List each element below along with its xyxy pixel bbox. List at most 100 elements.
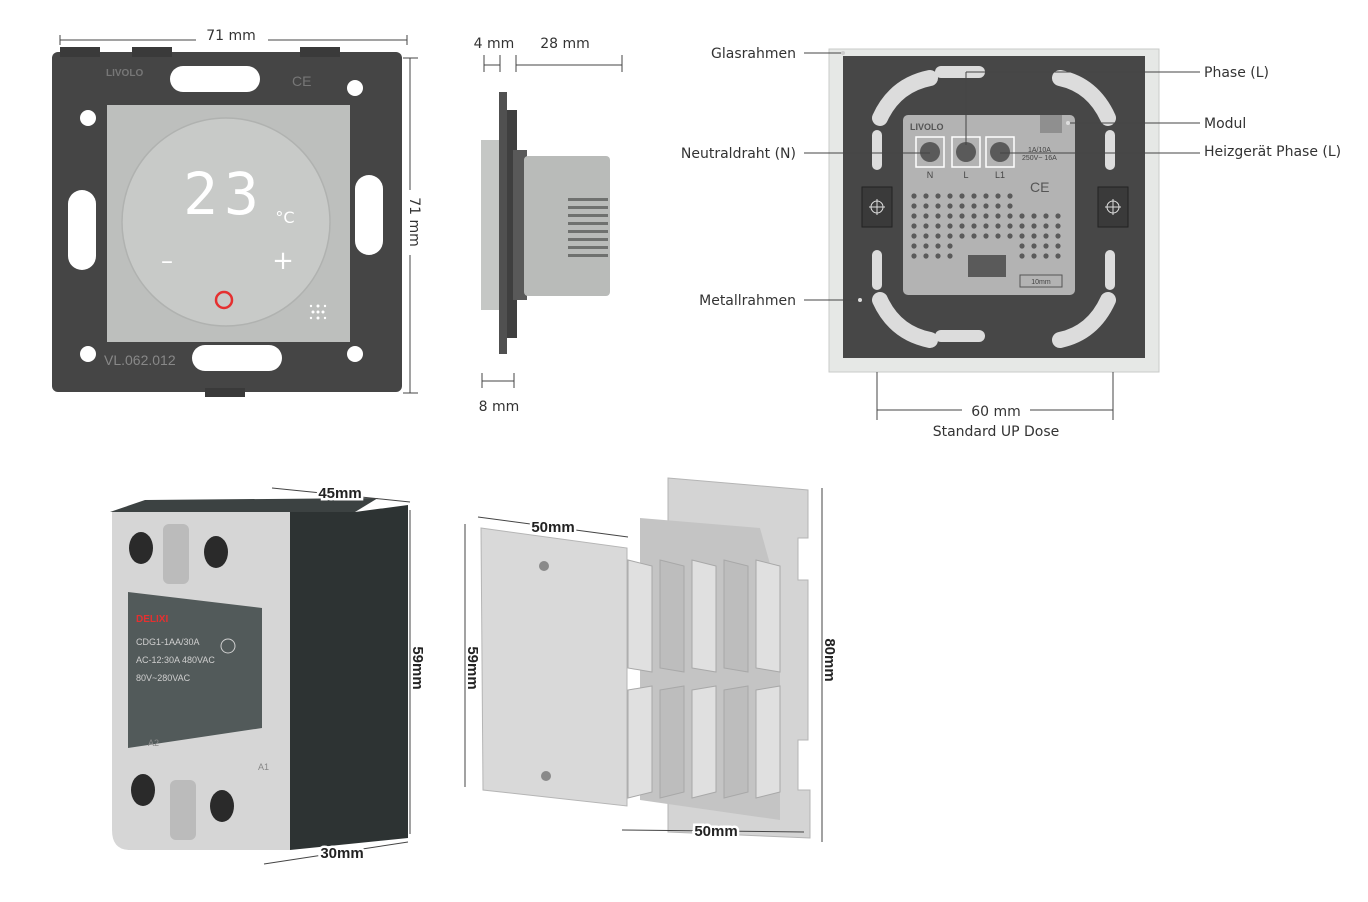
heatsink-fin-lower (627, 685, 653, 799)
callout-modul: Modul (1204, 116, 1246, 132)
vent-hole (923, 193, 929, 199)
vent-hole (995, 213, 1001, 219)
heatsink-fins (627, 559, 781, 799)
vent-hole (983, 193, 989, 199)
heatsink-depth-label: 50mm (694, 823, 737, 840)
vent-hole (1043, 213, 1049, 219)
vent-hole (1055, 233, 1061, 239)
heatsink-fin-upper (755, 559, 781, 673)
heatsink-mounting-plate (480, 527, 628, 807)
vent-hole (1031, 243, 1037, 249)
relay-model: CDG1-1AA/30A (136, 637, 200, 647)
relay-brand: DELIXI (136, 614, 168, 625)
plus-button[interactable]: + (272, 246, 294, 276)
vent-hole (911, 243, 917, 249)
vent-hole (1019, 243, 1025, 249)
vent-hole (959, 213, 965, 219)
temperature-unit: °C (275, 208, 294, 227)
vent-hole (935, 223, 941, 229)
relay-term-a2: A2 (148, 738, 159, 748)
vent-hole (1055, 243, 1061, 249)
vent-hole (1031, 233, 1037, 239)
back-width-label: 60 mm (971, 404, 1021, 420)
terminal-l1-label: L1 (995, 170, 1005, 180)
side-vent-slots (568, 198, 608, 257)
vent-hole (947, 253, 953, 259)
vent-hole (959, 193, 965, 199)
relay-width-label: 45mm (318, 485, 361, 502)
vent-hole (947, 223, 953, 229)
relay-term-a1: A1 (258, 762, 269, 772)
relay-side-block (290, 505, 408, 850)
vent-hole (911, 233, 917, 239)
vent-hole (983, 213, 989, 219)
vent-hole (1007, 203, 1013, 209)
thermostat-side-view: 4 mm 28 mm 8 mm (474, 36, 623, 415)
terminal-l (956, 142, 976, 162)
callout-metallrahmen: Metallrahmen (699, 293, 796, 309)
vent-hole (983, 223, 989, 229)
back-module (903, 115, 1075, 295)
vent-hole (923, 243, 929, 249)
minus-button[interactable]: – (161, 247, 173, 275)
vent-hole (1055, 213, 1061, 219)
vent-hole (923, 233, 929, 239)
vent-hole (935, 243, 941, 249)
vent-hole (911, 253, 917, 259)
frame-slot-top (170, 66, 260, 92)
side-metal-frame (499, 92, 507, 354)
vent-hole (1055, 253, 1061, 259)
frame-slot-right (355, 175, 383, 255)
heatsink-fin-upper (627, 559, 653, 673)
vent-hole (1019, 253, 1025, 259)
heatsink-fin-upper (659, 559, 685, 673)
vent-hole (1007, 223, 1013, 229)
vent-hole (959, 223, 965, 229)
module-brand: LIVOLO (910, 122, 944, 132)
vent-hole (923, 213, 929, 219)
side-module-body (524, 156, 610, 296)
temperature-display: 23 (183, 160, 265, 228)
power-icon[interactable] (214, 290, 234, 310)
frame-slot-left (68, 190, 96, 270)
frame-brand: LIVOLO (106, 68, 143, 79)
vent-hole (923, 203, 929, 209)
vent-hole (923, 253, 929, 259)
vent-hole (1055, 223, 1061, 229)
vent-hole (1043, 223, 1049, 229)
vent-hole (995, 193, 1001, 199)
terminal-l1 (990, 142, 1010, 162)
frame-model-number: VL.062.012 (104, 352, 176, 368)
side-depth-8mm-label: 8 mm (479, 399, 520, 415)
relay-spec2: 80V~280VAC (136, 673, 191, 683)
terminal-n-label: N (927, 170, 934, 180)
thermostat-back-view: LIVOLO 1A/10A 250V~ 16A CE N L L1 10mm G… (681, 46, 1341, 440)
vent-hole (995, 223, 1001, 229)
front-width-label: 71 mm (206, 28, 256, 44)
sensor-grille-icon (309, 304, 327, 320)
vent-hole (923, 223, 929, 229)
vent-hole (971, 233, 977, 239)
front-height-label: 71 mm (406, 197, 422, 247)
vent-hole (1043, 253, 1049, 259)
vent-hole (911, 223, 917, 229)
relay-ccc-icon (220, 638, 236, 654)
vent-hole (935, 253, 941, 259)
vent-hole (1007, 213, 1013, 219)
vent-hole (911, 193, 917, 199)
relay-depth-label: 30mm (320, 845, 363, 862)
heatsink: 50mm 59mm 50mm 80mm (462, 477, 841, 843)
vent-hole (1043, 243, 1049, 249)
terminal-n (920, 142, 940, 162)
callout-phase: Phase (L) (1204, 65, 1269, 81)
vent-hole (1007, 193, 1013, 199)
vent-hole (1019, 233, 1025, 239)
heatsink-fin-lower (659, 685, 685, 799)
frame-ce-mark: CE (292, 73, 311, 89)
side-glass-panel (481, 140, 499, 310)
module-connector (968, 255, 1006, 277)
heatsink-fin-lower (691, 685, 717, 799)
relay-face-label (128, 592, 262, 748)
heatsink-fin-upper (691, 559, 717, 673)
thermostat-front-view: 71 mm 71 mm LIVOLO CE VL.062.012 23 °C –… (52, 28, 422, 397)
